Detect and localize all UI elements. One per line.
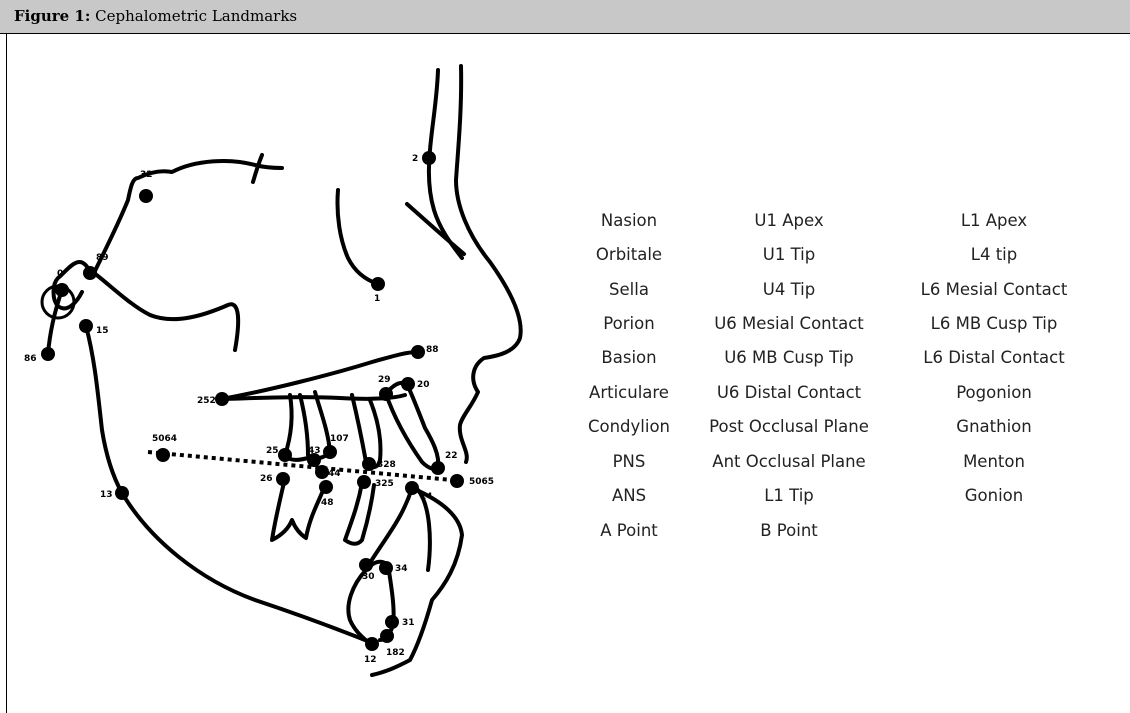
skull-outline <box>42 66 521 675</box>
landmark-label: 89 <box>96 253 109 263</box>
landmark-label: 182 <box>386 648 405 658</box>
landmark-dot <box>371 277 385 291</box>
landmark-dot <box>379 387 393 401</box>
legend-item: L6 Mesial Contact <box>921 280 1068 299</box>
landmark-dot <box>319 480 333 494</box>
landmark-dot <box>357 475 371 489</box>
legend-item: U6 Mesial Contact <box>714 314 864 333</box>
landmark-dots <box>41 151 464 651</box>
landmark-label: 5065 <box>469 477 494 487</box>
legend-item: L1 Apex <box>961 211 1027 230</box>
landmark-label: 48 <box>321 498 334 508</box>
legend-item: L6 MB Cusp Tip <box>931 314 1058 333</box>
landmark-dot <box>139 189 153 203</box>
landmark-dot <box>315 465 329 479</box>
landmark-dot <box>79 319 93 333</box>
landmark-label: 107 <box>330 434 349 444</box>
landmark-dot <box>401 377 415 391</box>
landmark-label: 44 <box>328 469 341 479</box>
landmark-label: 30 <box>362 572 375 582</box>
landmark-dot <box>405 481 419 495</box>
landmark-label: 5064 <box>152 434 177 444</box>
landmark-label: 0 <box>57 269 63 279</box>
legend-item: Gnathion <box>956 417 1031 436</box>
legend-item: U1 Tip <box>763 245 815 264</box>
landmark-label: 13 <box>100 490 113 500</box>
landmark-dot <box>385 615 399 629</box>
landmark-dot <box>422 151 436 165</box>
landmark-dot <box>380 629 394 643</box>
landmark-label: 328 <box>377 460 396 470</box>
landmark-label: 32 <box>140 170 153 180</box>
landmark-label: 86 <box>24 354 37 364</box>
legend-item: Nasion <box>601 211 657 230</box>
legend-item: PNS <box>613 452 646 471</box>
landmark-dot <box>115 486 129 500</box>
landmark-label: 25 <box>266 446 279 456</box>
legend-item: B Point <box>760 521 818 540</box>
legend-item: Pogonion <box>956 383 1032 402</box>
legend-item: Condylion <box>588 417 670 436</box>
landmark-label: 31 <box>402 618 415 628</box>
landmark-dot <box>83 266 97 280</box>
legend-item: U1 Apex <box>754 211 823 230</box>
landmark-dot <box>323 445 337 459</box>
landmark-dot <box>362 457 376 471</box>
landmark-dot <box>365 637 379 651</box>
landmark-label: 252 <box>197 396 216 406</box>
landmark-dot <box>41 347 55 361</box>
landmark-dot <box>359 558 373 572</box>
legend-item: Post Occlusal Plane <box>709 417 869 436</box>
landmark-dot <box>215 392 229 406</box>
legend-item: Orbitale <box>596 245 662 264</box>
landmark-label: 20 <box>417 380 430 390</box>
legend-item: ANS <box>612 486 646 505</box>
landmark-label: 26 <box>260 474 273 484</box>
legend-item: U6 Distal Contact <box>717 383 861 402</box>
landmark-label: 1 <box>374 294 380 304</box>
landmark-label: 34 <box>395 564 408 574</box>
legend-item: L4 tip <box>971 245 1017 264</box>
legend-item: U4 Tip <box>763 280 815 299</box>
landmark-dot <box>156 448 170 462</box>
landmark-label: 325 <box>375 479 394 489</box>
landmark-dot <box>278 448 292 462</box>
legend-item: Basion <box>601 348 656 367</box>
legend-item: Gonion <box>965 486 1023 505</box>
landmark-label: 22 <box>445 451 458 461</box>
landmark-label: 29 <box>378 375 391 385</box>
legend-item: Menton <box>963 452 1025 471</box>
landmark-label: 43 <box>308 446 321 456</box>
landmark-label: 88 <box>426 345 439 355</box>
legend-item: L1 Tip <box>764 486 814 505</box>
legend-item: A Point <box>600 521 658 540</box>
landmark-dot <box>276 472 290 486</box>
landmark-dot <box>379 561 393 575</box>
landmark-label: 12 <box>364 655 377 665</box>
occlusal-plane-line <box>148 452 452 480</box>
landmark-dot <box>431 461 445 475</box>
landmark-label: 24 <box>420 492 433 502</box>
landmark-label: 2 <box>412 154 418 164</box>
legend-item: L6 Distal Contact <box>923 348 1064 367</box>
legend-item: Ant Occlusal Plane <box>712 452 865 471</box>
legend-item: U6 MB Cusp Tip <box>724 348 854 367</box>
legend-item: Articulare <box>589 383 669 402</box>
legend-item: Porion <box>603 314 654 333</box>
legend-item: Sella <box>609 280 649 299</box>
landmark-label: 15 <box>96 326 109 336</box>
landmark-dot <box>411 345 425 359</box>
landmark-dot <box>450 474 464 488</box>
landmark-dot <box>55 283 69 297</box>
landmark-labels: 2 32 89 0 15 86 1 88 20 29 252 5064 25 4… <box>24 154 494 665</box>
